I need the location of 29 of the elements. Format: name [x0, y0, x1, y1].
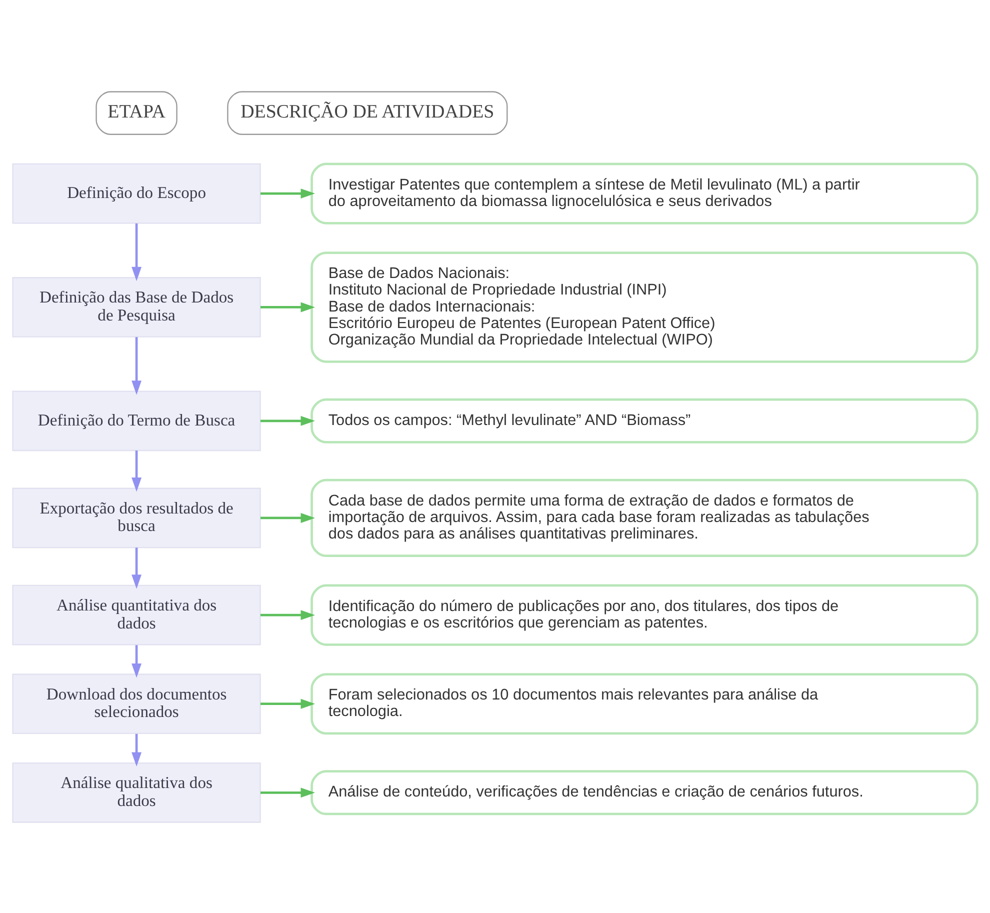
node-box: Definição do Termo de Busca	[12, 390, 261, 451]
node-box: Análise de conteúdo, verificações de tendências e criação de cenários futuros.	[310, 770, 978, 815]
arrow	[260, 610, 315, 620]
node-box: Base de Dados Nacionais: Instituto Nacional de Propriedade Industrial (INPI) Base de dados Internacionais: Escritório Europeu de Patentes (European Patent Office) Organização Mundial da Propriedade Intelectual (WIPO)	[310, 251, 978, 362]
node-box: Todos os campos: “Methyl levulinate” AND “Biomass”	[310, 398, 978, 443]
arrow	[260, 188, 315, 198]
node-box: DESCRIÇÃO DE ATIVIDADES	[227, 90, 508, 134]
arrow	[132, 222, 142, 281]
arrow	[260, 787, 315, 798]
node-box: Identificação do número de publicações por ano, dos titulares, dos tipos de tecnologias e os escritórios que gerenciam as patentes.	[310, 584, 978, 646]
node-box: Definição das Base de Dados de Pesquisa	[12, 276, 261, 337]
arrow	[260, 302, 315, 312]
node-box: Análise qualitativa dos dados	[12, 762, 261, 822]
arrow	[132, 450, 142, 492]
arrow	[132, 733, 142, 766]
node-box: Foram selecionados os 10 documentos mais relevantes para análise da tecnologia.	[310, 672, 978, 734]
node-box: Investigar Patentes que contemplem a síntese de Metil levulinato (ML) a partir do aproveitamento da biomassa lignocelulósica e seus derivados	[310, 162, 978, 224]
arrow	[260, 415, 315, 426]
node-box: Análise quantitativa dos dados	[12, 584, 261, 645]
arrow	[260, 698, 315, 708]
node-box: Definição do Escopo	[12, 162, 261, 224]
arrow	[132, 547, 142, 588]
node-box: ETAPA	[96, 90, 178, 134]
arrow	[132, 336, 142, 394]
node-box: Exportação dos resultados de busca	[12, 487, 261, 548]
node-box: Cada base de dados permite uma forma de extração de dados e formatos de importação de arquivos. Assim, para cada base foram realizadas as tabulações dos dados para as análises quantitativas preliminares.	[310, 478, 978, 557]
node-box: Download dos documentos selecionados	[12, 673, 261, 734]
arrow	[260, 512, 315, 522]
arrow	[132, 644, 142, 678]
